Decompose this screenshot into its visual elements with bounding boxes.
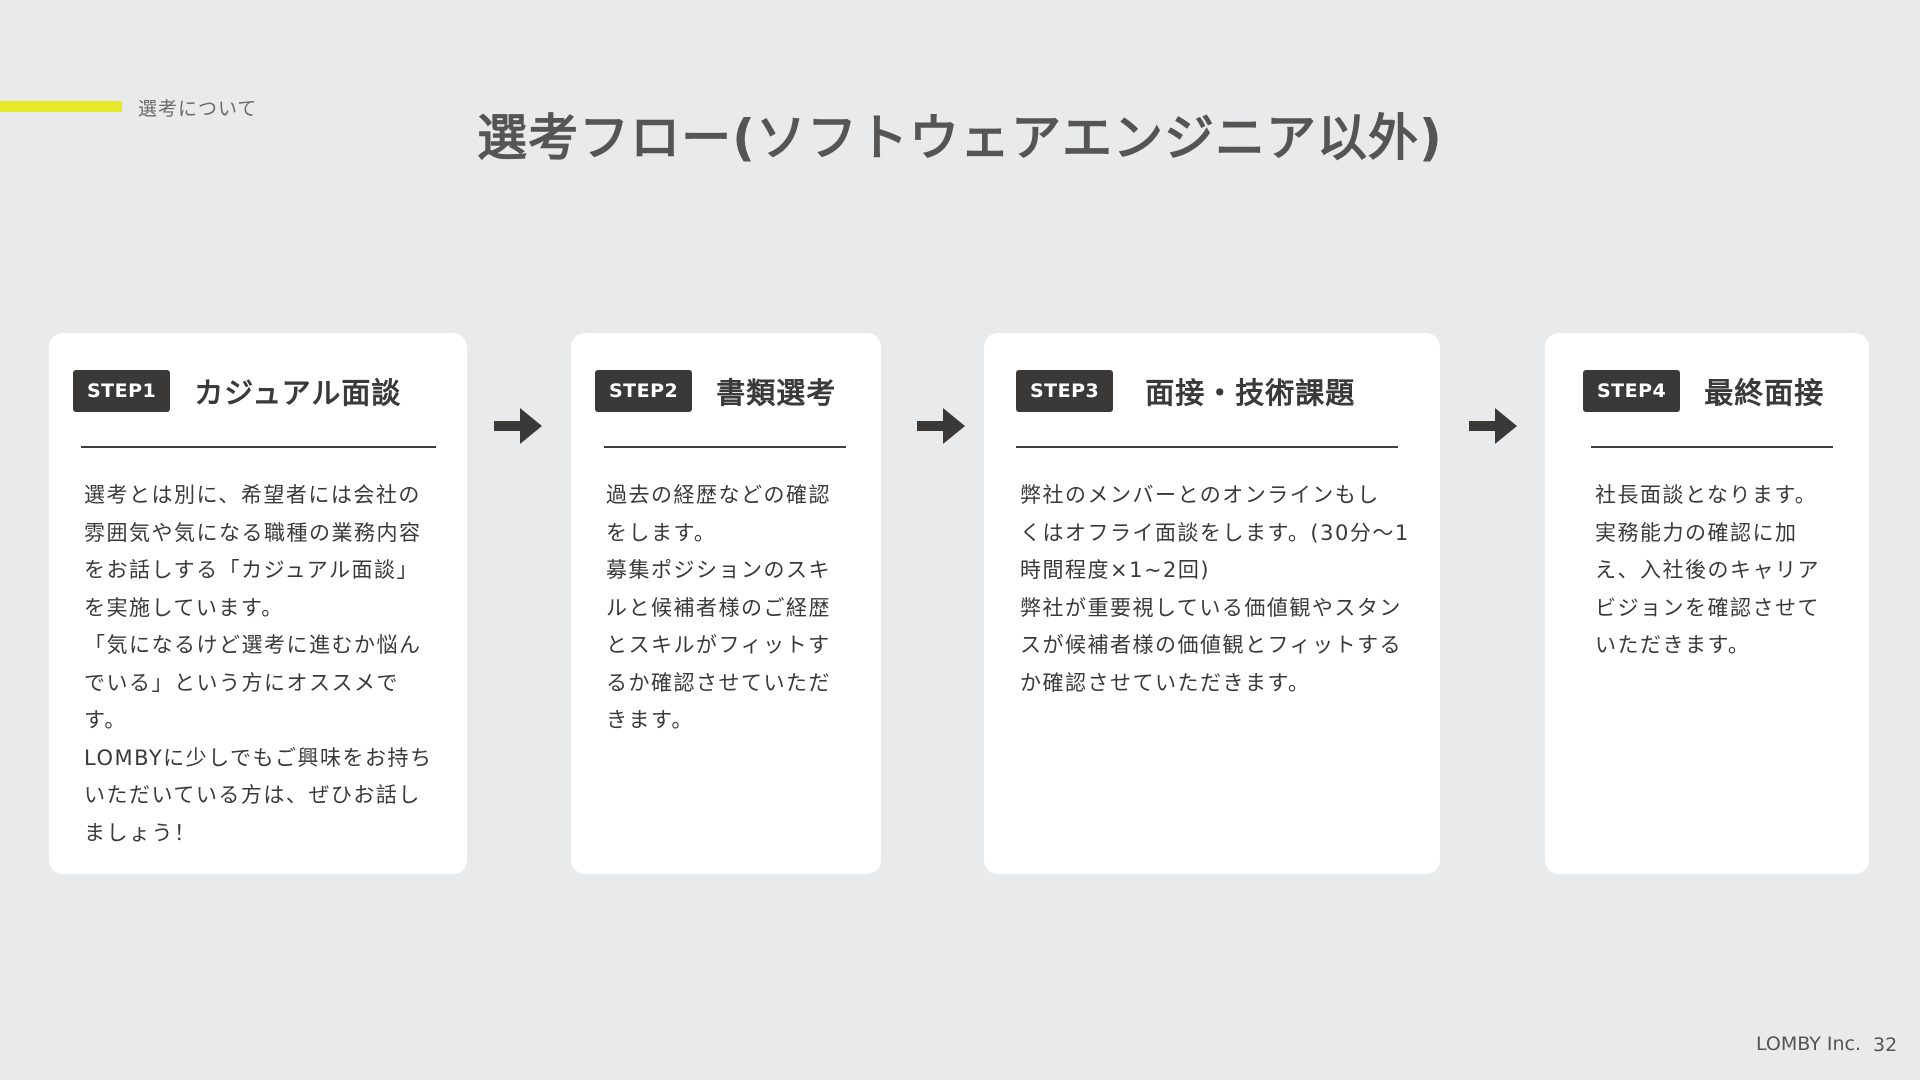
step1-title: カジュアル面談 bbox=[194, 376, 402, 410]
step4-divider bbox=[1591, 446, 1833, 448]
step3-title: 面接・技術課題 bbox=[1145, 376, 1356, 410]
step1-divider bbox=[81, 446, 436, 448]
page-number: 32 bbox=[1873, 1034, 1898, 1056]
step4-body: 社長面談となります。 実務能力の確認に加 え、入社後のキャリア ビジョンを確認さ… bbox=[1595, 483, 1820, 657]
step1-card: STEP1 カジュアル面談 選考とは別に、希望者には会社の 雰囲気や気になる職種… bbox=[49, 333, 467, 874]
step2-title: 書類選考 bbox=[716, 376, 837, 410]
step3-body: 弊社のメンバーとのオンラインもし くはオフライ面談をします。(30分〜1 時間程… bbox=[1020, 483, 1410, 695]
step2-divider bbox=[604, 446, 846, 448]
footer-company: LOMBY Inc. bbox=[1756, 1033, 1862, 1055]
arrow-right-icon bbox=[1469, 408, 1517, 444]
step2-header: STEP2 書類選考 bbox=[595, 370, 836, 412]
step1-badge: STEP1 bbox=[73, 370, 171, 412]
step4-card: STEP4 最終面接 社長面談となります。 実務能力の確認に加 え、入社後のキャ… bbox=[1545, 333, 1869, 874]
arrow-right-icon bbox=[494, 408, 542, 444]
accent-bar bbox=[0, 101, 122, 112]
step2-card: STEP2 書類選考 過去の経歴などの確認 をします。 募集ポジションのスキ ル… bbox=[571, 333, 881, 874]
step4-badge: STEP4 bbox=[1583, 370, 1681, 412]
step1-header: STEP1 カジュアル面談 bbox=[73, 370, 401, 412]
step2-body: 過去の経歴などの確認 をします。 募集ポジションのスキ ルと候補者様のご経歴 と… bbox=[606, 483, 831, 732]
section-label: 選考について bbox=[138, 98, 258, 120]
step4-title: 最終面接 bbox=[1704, 376, 1825, 410]
step3-card: STEP3 面接・技術課題 弊社のメンバーとのオンラインもし くはオフライ面談を… bbox=[984, 333, 1440, 874]
step3-header: STEP3 面接・技術課題 bbox=[1008, 370, 1355, 412]
step3-badge: STEP3 bbox=[1016, 370, 1114, 412]
step3-divider bbox=[1016, 446, 1398, 448]
step2-badge: STEP2 bbox=[595, 370, 693, 412]
step1-body: 選考とは別に、希望者には会社の 雰囲気や気になる職種の業務内容 をお話しする「カ… bbox=[84, 483, 433, 845]
page-title: 選考フロー(ソフトウェアエンジニア以外) bbox=[477, 109, 1443, 167]
step4-header: STEP4 最終面接 bbox=[1569, 370, 1824, 412]
arrow-right-icon bbox=[917, 408, 965, 444]
